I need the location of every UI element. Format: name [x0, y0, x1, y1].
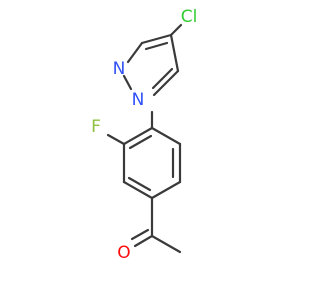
atom-label-f: F	[91, 117, 101, 137]
atom-label-o: O	[117, 243, 130, 263]
bond-ar6-ar1-inner	[128, 134, 153, 150]
bond-n1-n2	[122, 74, 133, 91]
bond-ar3-ar4	[150, 180, 182, 200]
molecule-structure: Cl N N F O	[91, 7, 198, 263]
atom-label-n1: N	[132, 90, 145, 110]
bond-n2-c3	[126, 41, 144, 64]
bond-c5-n1-inner	[151, 67, 174, 90]
bond-carbonyl-o	[133, 234, 154, 248]
bond-carbonyl-methyl	[150, 234, 182, 254]
bond-carbonyl-o-inner	[130, 228, 150, 241]
bond-c4-cl	[169, 23, 183, 37]
atom-label-n2: N	[113, 59, 126, 79]
atom-label-cl: Cl	[181, 7, 198, 27]
bond-ar1-ar2	[150, 126, 182, 146]
bond-c3-c4-inner	[144, 41, 169, 51]
bond-ar6-f	[106, 133, 126, 146]
bond-c5-n1	[152, 69, 180, 97]
bond-ar4-ar5-inner	[127, 176, 152, 192]
bond-ar6-ar1	[122, 126, 154, 146]
bond-ar4-ar5	[122, 180, 154, 200]
bond-c3-c4	[140, 33, 173, 45]
bond-c4-c5	[169, 33, 180, 73]
